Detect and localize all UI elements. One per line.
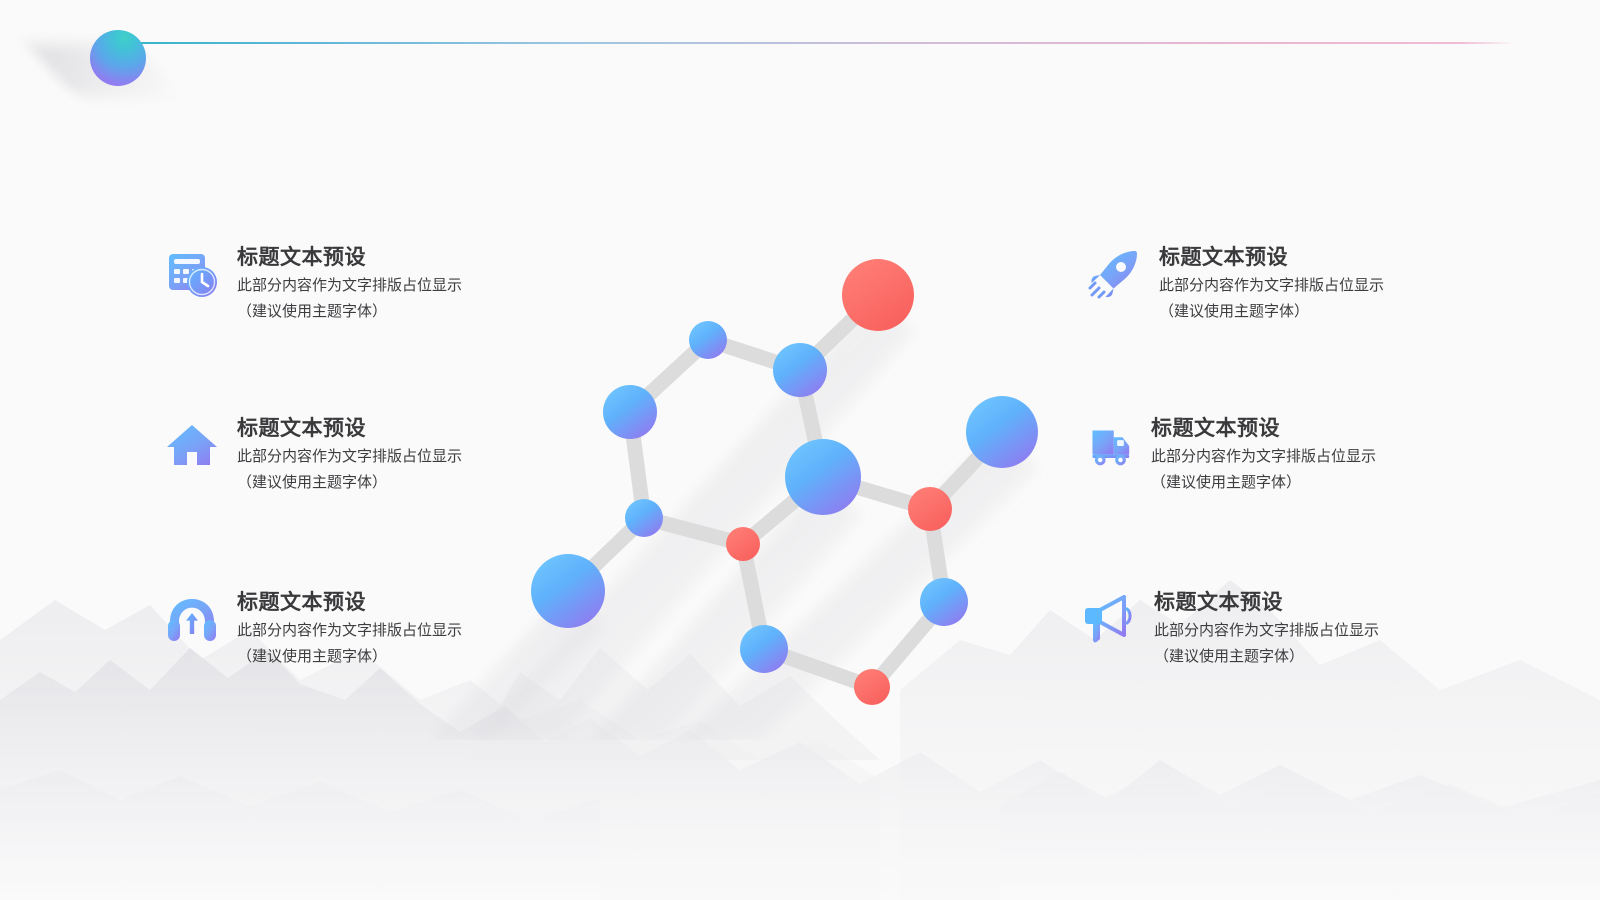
molecule-node <box>908 487 952 531</box>
home-icon <box>163 416 221 474</box>
feature-title: 标题文本预设 <box>237 417 366 440</box>
feature-title: 标题文本预设 <box>1154 591 1283 614</box>
feature-title: 标题文本预设 <box>1159 246 1288 269</box>
feature-desc-line1: 此部分内容作为文字排版占位显示 <box>237 448 463 465</box>
delivery-truck-icon <box>1077 416 1135 474</box>
molecule-node <box>785 439 861 515</box>
feature-text-5: 标题文本预设 此部分内容作为文字排版占位显示 （建议使用主题字体） <box>1154 590 1379 668</box>
feature-text-2: 标题文本预设 此部分内容作为文字排版占位显示 （建议使用主题字体） <box>237 590 462 668</box>
feature-text-0: 标题文本预设 此部分内容作为文字排版占位显示 （建议使用主题字体） <box>237 245 462 323</box>
molecule-node <box>740 625 788 673</box>
feature-text-4: 标题文本预设 此部分内容作为文字排版占位显示 （建议使用主题字体） <box>1151 416 1376 494</box>
feature-item-3[interactable]: 标题文本预设 此部分内容作为文字排版占位显示 （建议使用主题字体） <box>1085 245 1384 323</box>
molecule-node <box>603 385 657 439</box>
feature-item-0[interactable]: 标题文本预设 此部分内容作为文字排版占位显示 （建议使用主题字体） <box>163 245 462 323</box>
feature-title: 标题文本预设 <box>1151 417 1280 440</box>
molecule-node <box>531 554 605 628</box>
feature-desc-line2: （建议使用主题字体） <box>237 648 388 665</box>
feature-desc-line1: 此部分内容作为文字排版占位显示 <box>237 622 463 639</box>
molecule-diagram <box>430 259 1038 740</box>
megaphone-icon <box>1080 590 1138 648</box>
feature-desc-line2: （建议使用主题字体） <box>1151 474 1302 491</box>
feature-title: 标题文本预设 <box>237 591 366 614</box>
molecule-node <box>854 669 890 705</box>
feature-desc-line1: 此部分内容作为文字排版占位显示 <box>1159 277 1385 294</box>
feature-desc-line2: （建议使用主题字体） <box>237 474 388 491</box>
feature-title: 标题文本预设 <box>237 246 366 269</box>
feature-desc-line1: 此部分内容作为文字排版占位显示 <box>1154 622 1380 639</box>
molecule-node <box>842 259 914 331</box>
headphones-icon <box>163 590 221 648</box>
feature-item-2[interactable]: 标题文本预设 此部分内容作为文字排版占位显示 （建议使用主题字体） <box>163 590 462 668</box>
feature-desc-line2: （建议使用主题字体） <box>1154 648 1305 665</box>
molecule-node <box>625 499 663 537</box>
molecule-node <box>920 578 968 626</box>
feature-desc-line2: （建议使用主题字体） <box>1159 303 1310 320</box>
molecule-node <box>726 527 760 561</box>
molecule-node <box>689 321 727 359</box>
feature-text-3: 标题文本预设 此部分内容作为文字排版占位显示 （建议使用主题字体） <box>1159 245 1384 323</box>
feature-item-5[interactable]: 标题文本预设 此部分内容作为文字排版占位显示 （建议使用主题字体） <box>1080 590 1379 668</box>
decoration-divider-line <box>140 42 1515 44</box>
molecule-node <box>773 343 827 397</box>
feature-desc-line2: （建议使用主题字体） <box>237 303 388 320</box>
calendar-clock-icon <box>163 245 221 303</box>
feature-desc-line1: 此部分内容作为文字排版占位显示 <box>1151 448 1377 465</box>
molecule-node <box>966 396 1038 468</box>
feature-text-1: 标题文本预设 此部分内容作为文字排版占位显示 （建议使用主题字体） <box>237 416 462 494</box>
rocket-icon <box>1085 245 1143 303</box>
feature-item-4[interactable]: 标题文本预设 此部分内容作为文字排版占位显示 （建议使用主题字体） <box>1077 416 1376 494</box>
feature-desc-line1: 此部分内容作为文字排版占位显示 <box>237 277 463 294</box>
feature-item-1[interactable]: 标题文本预设 此部分内容作为文字排版占位显示 （建议使用主题字体） <box>163 416 462 494</box>
decoration-gradient-ball <box>90 30 146 86</box>
